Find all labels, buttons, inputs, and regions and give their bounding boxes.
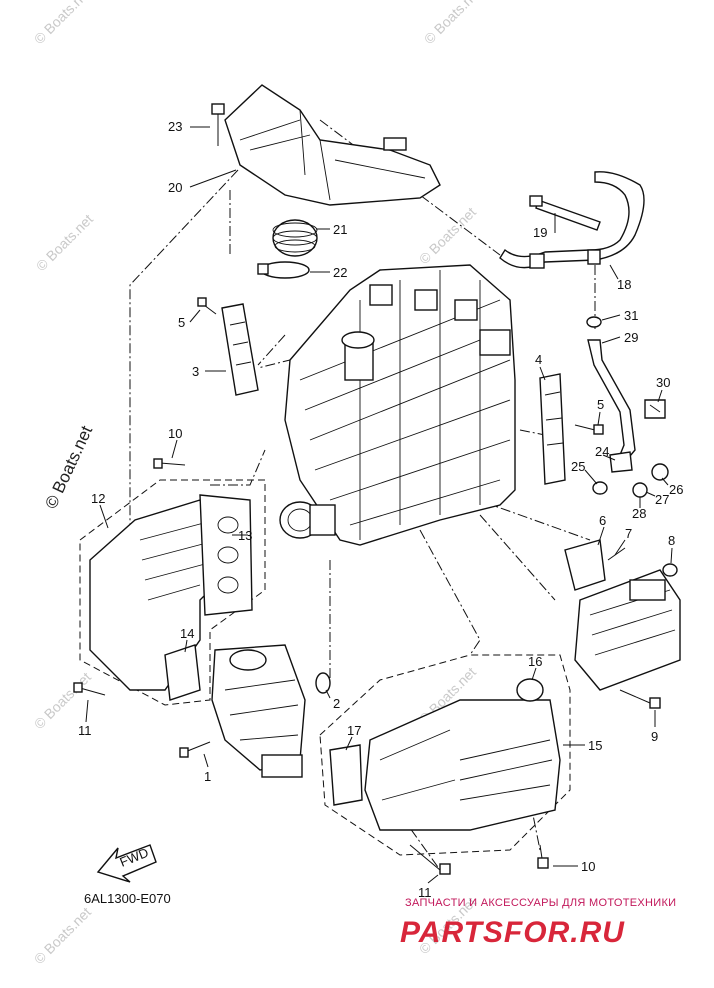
callout-3: 3 bbox=[192, 364, 199, 379]
callout-19: 19 bbox=[533, 225, 547, 240]
callout-21: 21 bbox=[333, 222, 347, 237]
callout-17: 17 bbox=[347, 723, 361, 738]
callout-2: 2 bbox=[333, 696, 340, 711]
top-cover-assembly bbox=[211, 84, 441, 279]
callout-10: 10 bbox=[581, 859, 595, 874]
callout-24: 24 bbox=[595, 444, 609, 459]
callout-7: 7 bbox=[625, 526, 632, 541]
watermark: © Boats.net bbox=[31, 0, 94, 47]
callout-15: 15 bbox=[588, 738, 602, 753]
logo-tagline: ЗАПЧАСТИ И АКСЕССУАРЫ ДЛЯ МОТОТЕХНИКИ bbox=[405, 897, 676, 909]
callout-5: 5 bbox=[597, 397, 604, 412]
callout-13: 13 bbox=[238, 528, 252, 543]
right-fuel-assembly bbox=[564, 451, 681, 709]
diagram-code: 6AL1300-E070 bbox=[84, 891, 171, 906]
callout-26: 26 bbox=[669, 482, 683, 497]
callout-12: 12 bbox=[91, 491, 105, 506]
callout-9: 9 bbox=[651, 729, 658, 744]
bottom-intake bbox=[329, 678, 561, 875]
callout-31: 31 bbox=[624, 308, 638, 323]
assembly-lines bbox=[129, 119, 596, 871]
watermark: © Boats.net bbox=[31, 904, 94, 967]
left-intake bbox=[73, 458, 253, 701]
callout-6: 6 bbox=[599, 513, 606, 528]
callout-10: 10 bbox=[168, 426, 182, 441]
group-boxes bbox=[79, 479, 571, 856]
callout-25: 25 bbox=[571, 459, 585, 474]
callout-27: 27 bbox=[655, 492, 669, 507]
throttle-body bbox=[179, 644, 331, 778]
leader-lines bbox=[85, 126, 673, 884]
partsfor-logo: ЗАПЧАСТИ И АКСЕССУАРЫ ДЛЯ МОТОТЕХНИКИ PA… bbox=[400, 897, 676, 949]
callout-20: 20 bbox=[168, 180, 182, 195]
callout-11: 11 bbox=[78, 723, 92, 738]
callout-16: 16 bbox=[528, 654, 542, 669]
callout-11: 11 bbox=[418, 885, 432, 900]
watermark: © Boats.net bbox=[416, 204, 479, 267]
watermark: © Boats.net bbox=[33, 211, 96, 274]
callout-22: 22 bbox=[333, 265, 347, 280]
callout-4: 4 bbox=[535, 352, 542, 367]
plates bbox=[197, 297, 604, 485]
logo-brand: PARTSFOR.RU bbox=[400, 916, 625, 949]
side-watermark: © Boats.net bbox=[41, 423, 96, 512]
callout-labels: 23 20 21 22 5 3 4 5 19 18 31 29 30 24 25… bbox=[78, 119, 683, 900]
callout-5: 5 bbox=[178, 315, 185, 330]
engine-block bbox=[279, 264, 516, 546]
callout-1: 1 bbox=[204, 769, 211, 784]
callout-23: 23 bbox=[168, 119, 182, 134]
callout-28: 28 bbox=[632, 506, 646, 521]
watermark: © Boats.net bbox=[421, 0, 484, 47]
callout-29: 29 bbox=[624, 330, 638, 345]
callout-30: 30 bbox=[656, 375, 670, 390]
fwd-arrow-icon: FWD bbox=[96, 844, 157, 883]
callout-18: 18 bbox=[617, 277, 631, 292]
hose-assembly bbox=[499, 171, 666, 464]
callout-8: 8 bbox=[668, 533, 675, 548]
callout-14: 14 bbox=[180, 626, 194, 641]
